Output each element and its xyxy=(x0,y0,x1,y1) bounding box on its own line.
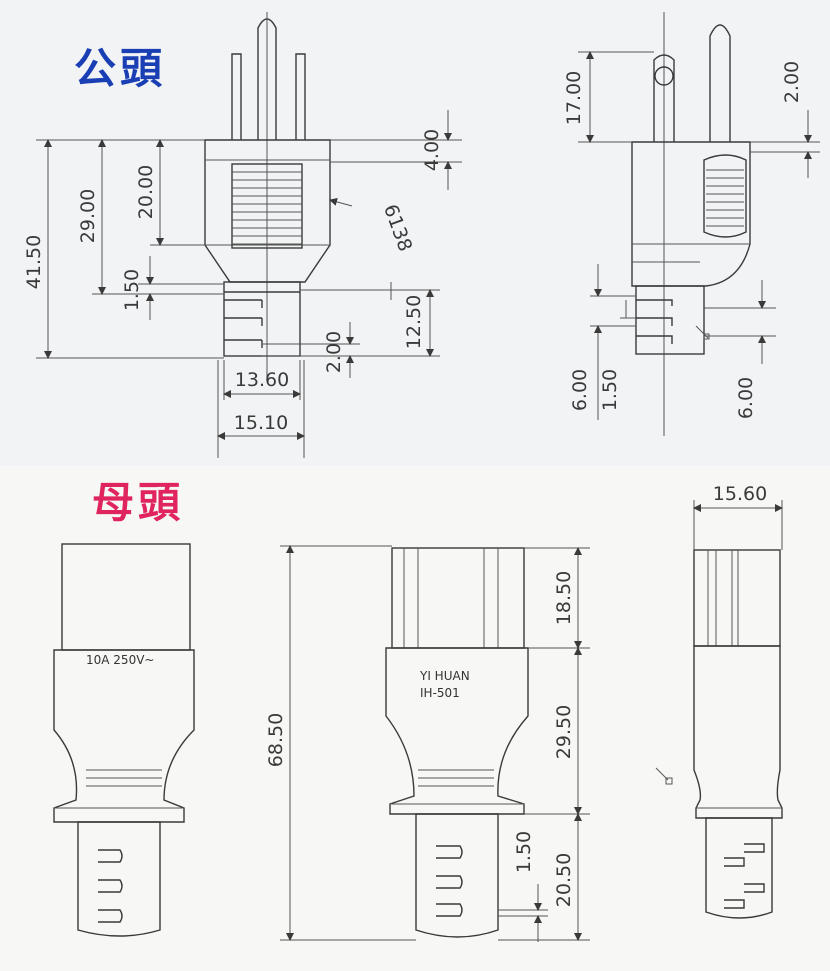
male-plug-title: 公頭 xyxy=(74,44,167,93)
dim-29-50: 29.50 xyxy=(553,705,575,759)
dim-41-50: 41.50 xyxy=(23,235,45,289)
dim-side-6-00-right: 6.00 xyxy=(735,377,757,419)
dim-18-50: 18.50 xyxy=(553,571,575,625)
female-model-label: IH-501 xyxy=(420,686,460,700)
female-right-body xyxy=(693,645,783,819)
female-plug-title: 母頭 xyxy=(92,478,185,527)
female-left-strain-relief xyxy=(77,821,161,937)
dim-side-1-50: 1.50 xyxy=(599,369,621,411)
female-center-view: YI HUAN IH-501 68.50 18.50 29.50 1.50 20… xyxy=(265,545,590,942)
dim-20-50: 20.50 xyxy=(553,853,575,907)
male-plug-panel xyxy=(0,0,830,466)
dim-6138: 6138 xyxy=(379,201,416,254)
male-side-blade xyxy=(709,24,731,142)
female-plug-panel xyxy=(0,466,830,971)
dim-17-00: 17.00 xyxy=(563,71,585,125)
female-right-view: 15.60 xyxy=(655,483,783,919)
male-side-ground-pin xyxy=(653,54,675,142)
dim-15-10: 15.10 xyxy=(234,412,288,434)
female-center-head xyxy=(391,547,525,649)
female-brand-label: YI HUAN xyxy=(419,669,470,683)
female-right-strain-relief xyxy=(705,817,773,919)
dim-68-50: 68.50 xyxy=(265,713,287,767)
dim-1-50: 1.50 xyxy=(121,269,143,311)
female-center-strain-relief xyxy=(415,813,499,938)
female-left-head xyxy=(61,543,191,651)
dim-15-60: 15.60 xyxy=(713,483,767,505)
male-side-body xyxy=(631,141,751,287)
female-right-head xyxy=(693,549,781,647)
dim-side-6-00-left: 6.00 xyxy=(569,369,591,411)
male-front-view: 41.50 29.00 20.00 1.50 4.00 6138 12.50 2… xyxy=(23,12,462,458)
female-left-view: 10A 250V~ xyxy=(53,543,195,937)
male-side-view: 17.00 2.00 6.00 1.50 6.00 xyxy=(563,12,820,436)
dim-side-2-00: 2.00 xyxy=(781,61,803,103)
female-rating-label: 10A 250V~ xyxy=(86,653,154,667)
female-left-body xyxy=(53,649,195,823)
dim-12-50: 12.50 xyxy=(403,295,425,349)
male-left-pin xyxy=(231,53,242,140)
male-side-strain-relief xyxy=(635,285,705,355)
male-right-pin xyxy=(295,53,306,140)
dim-4-00: 4.00 xyxy=(421,129,443,171)
dim-20-00: 20.00 xyxy=(135,165,157,219)
dim-female-1-50: 1.50 xyxy=(513,831,535,873)
dim-13-60: 13.60 xyxy=(235,369,289,391)
dim-29-00: 29.00 xyxy=(77,189,99,243)
dim-2-00: 2.00 xyxy=(323,331,345,373)
